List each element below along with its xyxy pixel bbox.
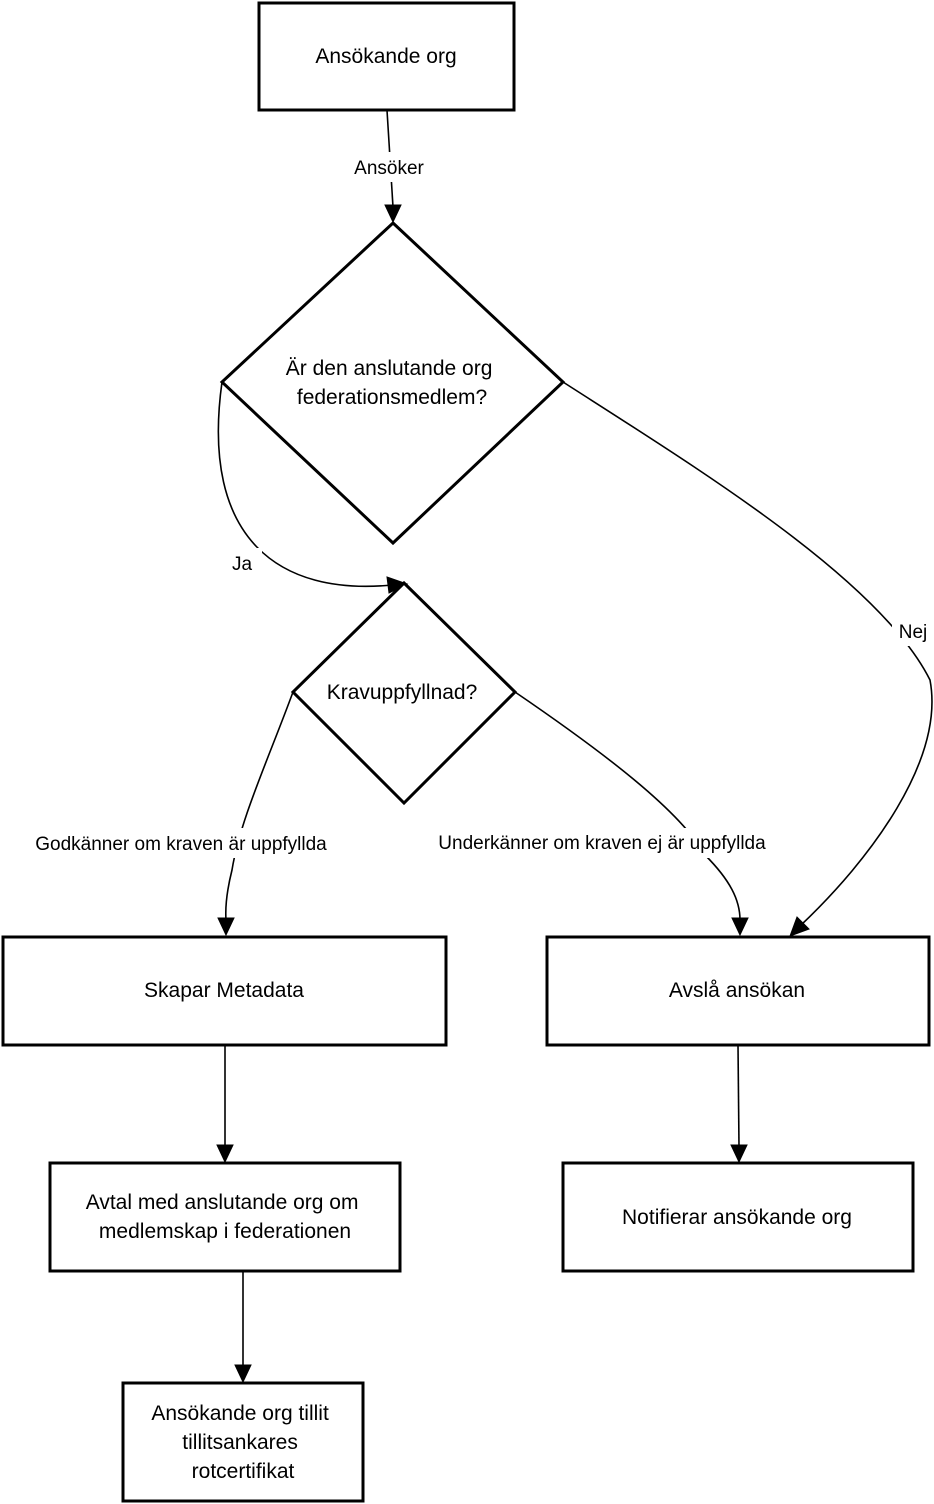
node-member-decision-label: Är den anslutande org federationsmedlem? [286, 357, 499, 409]
node-agreement: Avtal med anslutande org om medlemskap i… [48, 1161, 402, 1273]
node-member-decision: Är den anslutande org federationsmedlem? [219, 220, 566, 546]
edge-agreement-to-trust-arrowhead [234, 1364, 252, 1384]
node-applicant: Ansökande org [257, 1, 516, 112]
edge-approve-arrowhead [217, 917, 235, 937]
edge-label-approve: Godkänner om kraven är uppfyllda [35, 834, 327, 855]
edges: Ansöker Ja Nej Godkänner om kraven är up… [10, 109, 934, 1384]
node-requirements-decision-label: Kravuppfyllnad? [327, 681, 478, 704]
node-reject-application: Avslå ansökan [545, 935, 931, 1047]
edge-reject-to-notify [730, 1044, 748, 1164]
edge-label-applies: Ansöker [354, 158, 424, 179]
edge-reject-to-notify-arrowhead [730, 1144, 748, 1164]
edge-metadata-to-agreement [216, 1045, 234, 1164]
edge-reject: Underkänner om kraven ej är uppfyllda [410, 691, 794, 937]
node-trust-anchor: Ansökande org tillit tillitsankares rotc… [121, 1381, 365, 1503]
node-applicant-label: Ansökande org [315, 45, 456, 68]
node-create-metadata-label: Skapar Metadata [144, 979, 304, 1002]
edge-no: Nej [562, 381, 934, 937]
edge-label-reject: Underkänner om kraven ej är uppfyllda [438, 833, 766, 854]
edge-agreement-to-trust [234, 1271, 252, 1384]
edge-metadata-to-agreement-arrowhead [216, 1144, 234, 1164]
node-trust-anchor-label: Ansökande org tillit tillitsankares rotc… [151, 1402, 334, 1483]
node-notify-label: Notifierar ansökande org [622, 1206, 852, 1229]
node-reject-application-label: Avslå ansökan [669, 979, 805, 1002]
edge-reject-arrowhead [731, 917, 749, 937]
edge-applies-arrowhead [384, 204, 402, 224]
node-requirements-decision: Kravuppfyllnad? [290, 580, 518, 806]
edge-label-no: Nej [899, 622, 928, 643]
node-create-metadata: Skapar Metadata [1, 935, 448, 1047]
edge-yes: Ja [217, 381, 409, 594]
edge-approve: Godkänner om kraven är uppfyllda [10, 691, 354, 937]
node-notify: Notifierar ansökande org [561, 1161, 915, 1273]
edge-label-yes: Ja [232, 554, 253, 575]
edge-no-arrowhead [789, 916, 810, 937]
edge-applies: Ansöker [344, 109, 434, 224]
node-agreement-label: Avtal med anslutande org om medlemskap i… [86, 1191, 365, 1243]
